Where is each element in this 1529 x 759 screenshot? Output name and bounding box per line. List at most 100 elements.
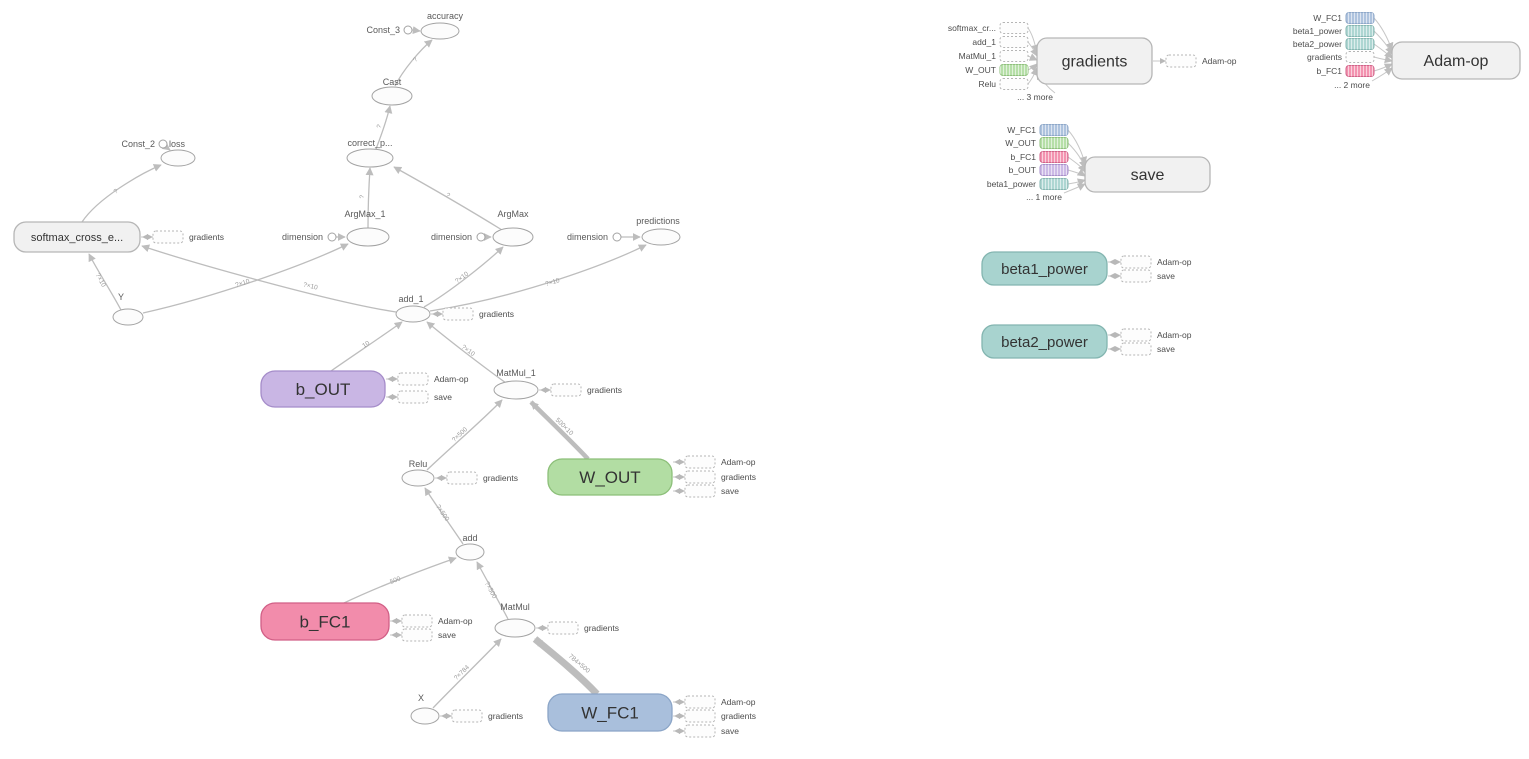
stub-save[interactable]: save [673, 724, 739, 738]
stub-gradients[interactable]: gradients [673, 709, 756, 723]
stub-box[interactable] [1120, 342, 1152, 356]
node-Const_2[interactable]: Const_2 [121, 139, 168, 149]
ref-stub[interactable] [1345, 51, 1375, 63]
node-add_1[interactable]: add_1 [395, 294, 431, 323]
stub-box[interactable] [1120, 328, 1152, 342]
op-shape[interactable] [160, 149, 196, 167]
stub-Adam-op[interactable]: Adam-op [673, 455, 756, 469]
node-X[interactable]: X [410, 693, 440, 725]
op-shape[interactable] [410, 707, 440, 725]
op-shape[interactable] [641, 228, 681, 246]
node-softmax_cross_e[interactable]: softmax_cross_e... [13, 221, 141, 253]
op-shape[interactable] [455, 543, 485, 561]
op-shape[interactable] [346, 227, 390, 247]
op-shape[interactable] [492, 227, 534, 247]
stub-box[interactable] [547, 621, 579, 635]
node-shape[interactable] [260, 602, 390, 641]
op-shape[interactable] [371, 86, 413, 106]
op-shape[interactable] [494, 618, 536, 638]
node-shape[interactable] [981, 251, 1108, 286]
node-correct_p[interactable]: correct_p... [346, 138, 394, 168]
node-Y[interactable]: Y [112, 292, 144, 326]
stub-box[interactable] [401, 614, 433, 628]
const-shape[interactable] [476, 232, 486, 242]
ref-stub[interactable] [999, 22, 1029, 34]
op-shape[interactable] [112, 308, 144, 326]
node-shape[interactable] [981, 324, 1108, 359]
stub-Adam-op[interactable]: Adam-op [1108, 328, 1192, 342]
node-Relu[interactable]: Relu [401, 459, 435, 487]
stub-gradients[interactable]: gradients [536, 621, 619, 635]
node-gradients[interactable]: gradients [1036, 37, 1153, 85]
stub-gradients[interactable]: gradients [673, 470, 756, 484]
stub-box[interactable] [446, 471, 478, 485]
op-shape[interactable] [401, 469, 435, 487]
node-predictions[interactable]: predictions [636, 216, 681, 246]
node-dimension-2[interactable]: dimension [431, 232, 486, 242]
ref-stub[interactable] [999, 78, 1029, 90]
const-shape[interactable] [612, 232, 622, 242]
stub-box[interactable] [684, 455, 716, 469]
const-shape[interactable] [403, 25, 413, 35]
stub-box[interactable] [401, 628, 433, 642]
node-beta2_power[interactable]: beta2_power [981, 324, 1108, 359]
stub-save[interactable]: save [1108, 342, 1175, 356]
node-save[interactable]: save [1084, 156, 1211, 193]
node-W_OUT[interactable]: W_OUT [547, 458, 673, 496]
stub-box[interactable] [451, 709, 483, 723]
stub-Adam-op[interactable]: Adam-op [1153, 54, 1237, 68]
stub-Adam-op[interactable]: Adam-op [673, 695, 756, 709]
node-Adam-op[interactable]: Adam-op [1391, 41, 1521, 80]
stub-gradients[interactable]: gradients [141, 230, 224, 244]
node-beta1_power[interactable]: beta1_power [981, 251, 1108, 286]
node-MatMul[interactable]: MatMul [494, 602, 536, 638]
stub-box[interactable] [550, 383, 582, 397]
stub-save[interactable]: save [386, 390, 452, 404]
node-accuracy[interactable]: accuracy [420, 11, 464, 40]
node-shape[interactable] [1036, 37, 1153, 85]
op-shape[interactable] [346, 148, 394, 168]
stub-gradients[interactable]: gradients [539, 383, 622, 397]
node-dimension-3[interactable]: dimension [567, 232, 622, 242]
stub-gradients[interactable]: gradients [440, 709, 523, 723]
stub-box[interactable] [684, 484, 716, 498]
node-shape[interactable] [1391, 41, 1521, 80]
node-Cast[interactable]: Cast [371, 77, 413, 106]
const-shape[interactable] [327, 232, 337, 242]
stub-box[interactable] [397, 372, 429, 386]
op-shape[interactable] [420, 22, 460, 40]
node-ArgMax[interactable]: ArgMax [492, 209, 534, 247]
stub-box[interactable] [397, 390, 429, 404]
stub-box[interactable] [152, 230, 184, 244]
stub-save[interactable]: save [1108, 269, 1175, 283]
stub-box[interactable] [1120, 269, 1152, 283]
stub-Adam-op[interactable]: Adam-op [386, 372, 469, 386]
stub-box[interactable] [442, 307, 474, 321]
const-shape[interactable] [158, 139, 168, 149]
stub-save[interactable]: save [390, 628, 456, 642]
stub-gradients[interactable]: gradients [431, 307, 514, 321]
node-shape[interactable] [547, 693, 673, 732]
stub-box[interactable] [684, 709, 716, 723]
stub-gradients[interactable]: gradients [435, 471, 518, 485]
op-shape[interactable] [395, 305, 431, 323]
node-add[interactable]: add [455, 533, 485, 561]
stub-save[interactable]: save [673, 484, 739, 498]
node-shape[interactable] [260, 370, 386, 408]
node-dimension-1[interactable]: dimension [282, 232, 337, 242]
stub-box[interactable] [684, 470, 716, 484]
stub-box[interactable] [1120, 255, 1152, 269]
ref-stub[interactable] [999, 50, 1029, 62]
node-Const_3[interactable]: Const_3 [366, 25, 413, 35]
stub-Adam-op[interactable]: Adam-op [390, 614, 473, 628]
node-ArgMax_1[interactable]: ArgMax_1 [344, 209, 390, 247]
node-shape[interactable] [547, 458, 673, 496]
stub-box[interactable] [684, 695, 716, 709]
stub-box[interactable] [1165, 54, 1197, 68]
stub-box[interactable] [684, 724, 716, 738]
node-b_OUT[interactable]: b_OUT [260, 370, 386, 408]
node-MatMul_1[interactable]: MatMul_1 [493, 368, 539, 400]
node-shape[interactable] [1084, 156, 1211, 193]
node-shape[interactable] [13, 221, 141, 253]
stub-Adam-op[interactable]: Adam-op [1108, 255, 1192, 269]
